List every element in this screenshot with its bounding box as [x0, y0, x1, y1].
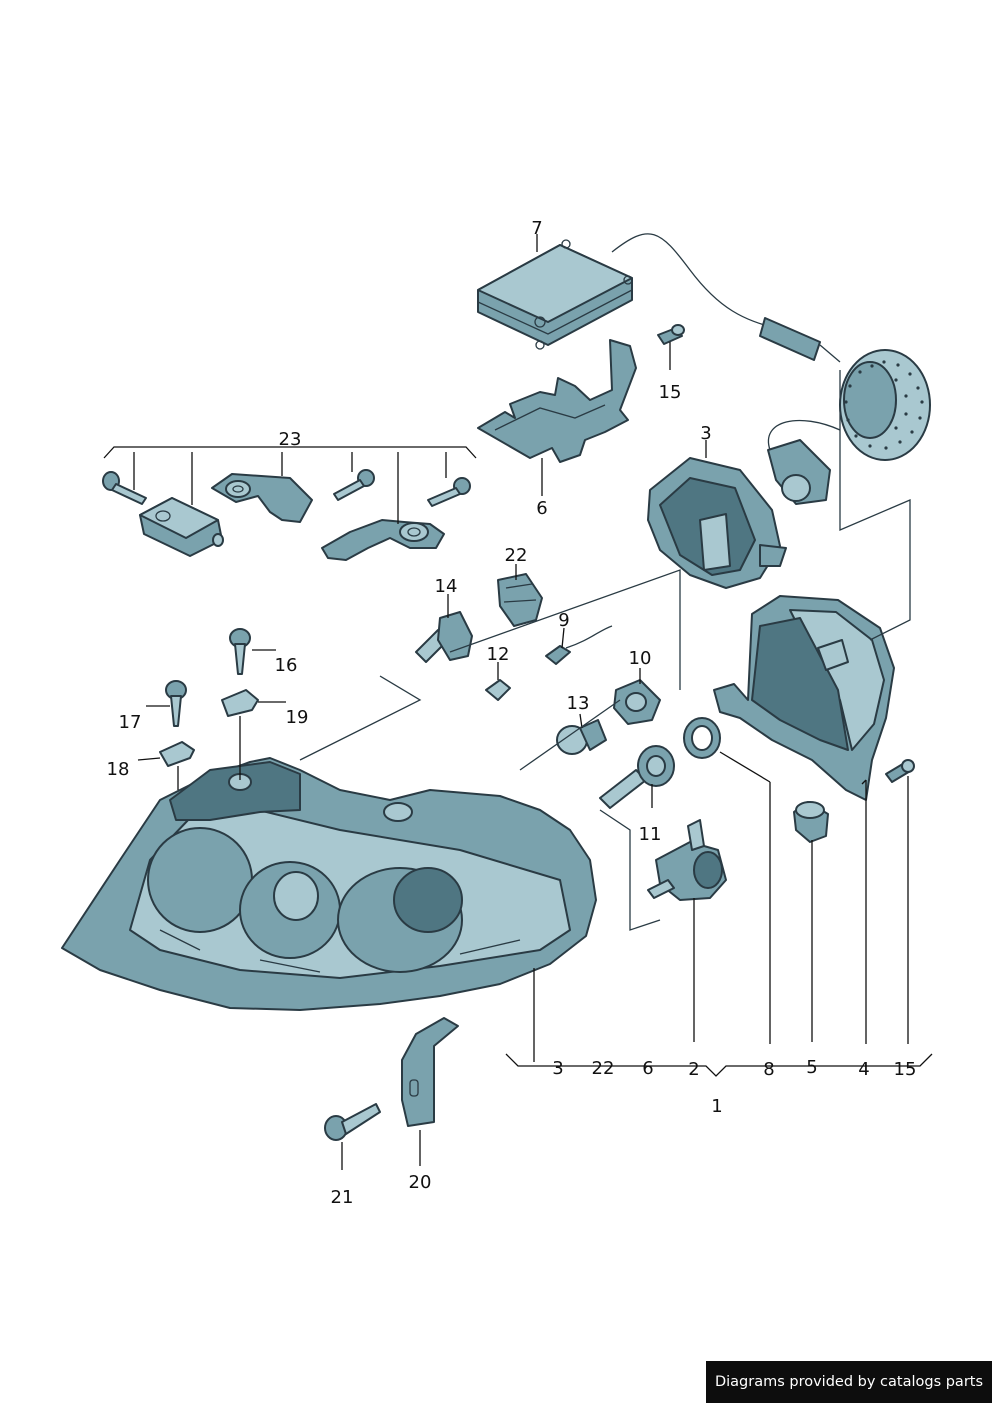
- callout-22-top: 22: [505, 545, 528, 566]
- callout-2: 2: [688, 1059, 699, 1080]
- cover-cap-part-3[interactable]: [647, 457, 787, 589]
- callout-11: 11: [639, 824, 662, 845]
- headlight-assembly[interactable]: [61, 757, 597, 1011]
- bulb-socket-part-10[interactable]: [613, 679, 661, 725]
- callout-22-bottom: 22: [592, 1058, 615, 1079]
- callout-17: 17: [119, 712, 142, 733]
- callout-16: 16: [275, 655, 298, 676]
- callout-15-top: 15: [659, 382, 682, 403]
- callout-19: 19: [286, 707, 309, 728]
- bulb-socket-part-9[interactable]: [545, 625, 613, 665]
- screw-group-23-c[interactable]: [427, 477, 471, 507]
- callout-1: 1: [711, 1096, 722, 1117]
- callout-5: 5: [806, 1057, 817, 1078]
- callout-9: 9: [558, 610, 569, 631]
- callout-23: 23: [279, 429, 302, 450]
- clip-nut-part-18[interactable]: [159, 741, 195, 767]
- callout-20: 20: [409, 1172, 432, 1193]
- socket-adapter[interactable]: [767, 439, 831, 505]
- callout-4: 4: [858, 1059, 869, 1080]
- bulb-holder-part-22[interactable]: [497, 573, 543, 627]
- reflector-housing-part-4[interactable]: [713, 595, 895, 801]
- callout-14: 14: [435, 576, 458, 597]
- callout-18: 18: [107, 759, 130, 780]
- screw-part-17[interactable]: [165, 680, 187, 727]
- callout-21: 21: [331, 1187, 354, 1208]
- callout-3-bottom: 3: [552, 1058, 563, 1079]
- bulb-part-13[interactable]: [556, 719, 607, 755]
- callout-15-bottom: 15: [894, 1059, 917, 1080]
- screw-part-15-right[interactable]: [885, 759, 915, 783]
- callout-8: 8: [763, 1059, 774, 1080]
- callout-labels: 7 15 23 3 6 22 14 9 12 10 16 13 19 17 18…: [107, 218, 917, 1208]
- adjuster-plate-group-23-a[interactable]: [211, 473, 313, 523]
- bulb-part-14[interactable]: [415, 611, 473, 663]
- clip-nut-part-19[interactable]: [221, 689, 259, 717]
- screw-group-23-a[interactable]: [102, 471, 147, 505]
- cap-part-5[interactable]: [793, 801, 829, 843]
- bracket-part-20[interactable]: [401, 1017, 459, 1127]
- control-unit-part-7[interactable]: [477, 233, 841, 363]
- screw-group-23-b[interactable]: [333, 469, 375, 501]
- callout-12: 12: [487, 644, 510, 665]
- callout-7: 7: [531, 218, 542, 239]
- bulb-part-12[interactable]: [485, 679, 511, 701]
- screw-part-15-top[interactable]: [657, 324, 685, 345]
- callout-6-bottom: 6: [642, 1058, 653, 1079]
- callout-13: 13: [567, 693, 590, 714]
- seal-ring-part-8[interactable]: [683, 717, 721, 759]
- connector-housing[interactable]: [839, 349, 931, 461]
- adjuster-plate-group-23-b[interactable]: [321, 519, 445, 561]
- bracket-part-6[interactable]: [477, 339, 637, 463]
- leveling-motor-part-2[interactable]: [647, 819, 727, 901]
- screw-part-16[interactable]: [229, 628, 251, 675]
- callout-6-top: 6: [536, 498, 547, 519]
- leader-lines: [103, 234, 933, 1170]
- clip-nut-group-23[interactable]: [139, 497, 224, 557]
- xenon-bulb-part-11[interactable]: [599, 745, 675, 809]
- callout-10: 10: [629, 648, 652, 669]
- credit-banner: Diagrams provided by catalogs parts: [706, 1361, 992, 1403]
- callout-3-top: 3: [700, 423, 711, 444]
- screw-part-21[interactable]: [324, 1103, 381, 1141]
